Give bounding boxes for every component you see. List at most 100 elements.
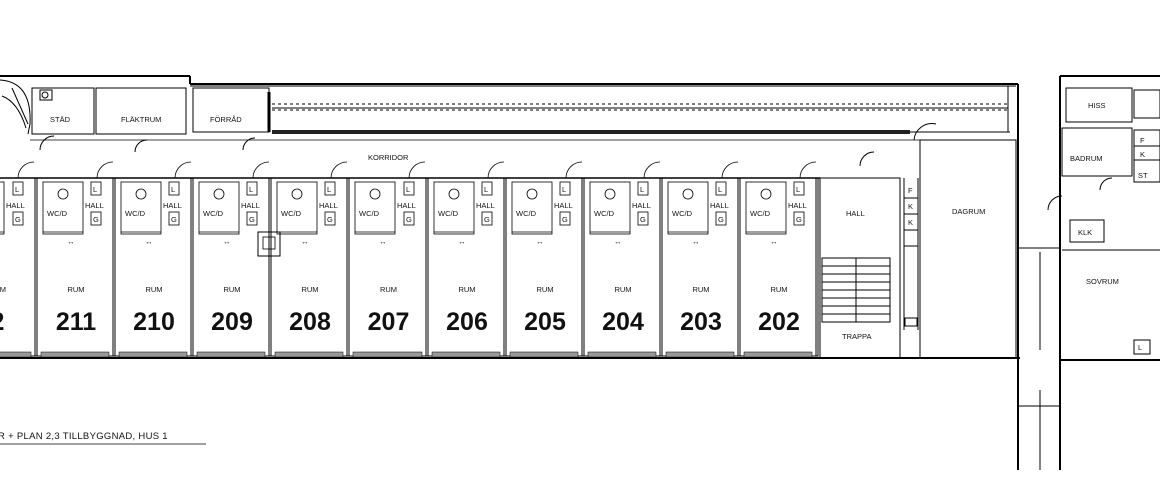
room-202-hall-label: HALL bbox=[788, 201, 807, 210]
room-2-rum-label: RUM bbox=[0, 285, 6, 294]
room-205-number: 205 bbox=[524, 308, 566, 336]
room-202-wardrobe-g bbox=[793, 211, 805, 226]
room-203-g-label: G bbox=[718, 215, 724, 224]
room-203-door bbox=[721, 161, 739, 179]
room-210-wardrobe-g bbox=[168, 211, 180, 226]
room-206-arrow: ↔ bbox=[458, 237, 466, 246]
room-208-l-label: L bbox=[327, 185, 331, 194]
room-202-rum-label: RUM bbox=[770, 285, 787, 294]
room-208-window bbox=[274, 351, 344, 358]
room-204-wardrobe-l bbox=[637, 181, 649, 196]
room-203-wc-label: WC/D bbox=[672, 209, 693, 218]
east-cabinet-st: ST bbox=[1138, 171, 1148, 180]
room-208-g-label: G bbox=[327, 215, 333, 224]
room-211-l-label: L bbox=[93, 185, 97, 194]
room-208-bathroom bbox=[276, 181, 318, 235]
room-2-hall-label: HALL bbox=[6, 201, 25, 210]
room-2-wardrobe-l bbox=[12, 181, 24, 196]
stair-hall-label: HALL bbox=[846, 209, 865, 218]
room-210-g-label: G bbox=[171, 215, 177, 224]
forrad-label: FÖRRÅD bbox=[210, 115, 242, 124]
room-205-hall-label: HALL bbox=[554, 201, 573, 210]
room-208-door bbox=[330, 161, 348, 179]
room-211-bathroom bbox=[42, 181, 84, 235]
room-204-toilet bbox=[604, 188, 616, 200]
room-205-bathroom bbox=[511, 181, 553, 235]
room-206-rum-label: RUM bbox=[458, 285, 475, 294]
klk-label: KLK bbox=[1078, 228, 1092, 237]
room-210-wardrobe-l bbox=[168, 181, 180, 196]
room-204-wc-label: WC/D bbox=[594, 209, 615, 218]
room-205-wc-label: WC/D bbox=[516, 209, 537, 218]
room-207-toilet bbox=[369, 188, 381, 200]
room-203-rum-label: RUM bbox=[692, 285, 709, 294]
stad-label: STÄD bbox=[50, 115, 71, 124]
room-2-number: 2 bbox=[0, 308, 4, 336]
room-211-toilet bbox=[57, 188, 69, 200]
room-209-l-label: L bbox=[249, 185, 253, 194]
room-206-number: 206 bbox=[446, 308, 488, 336]
room-207-bathroom bbox=[354, 181, 396, 235]
room-211-g-label: G bbox=[93, 215, 99, 224]
room-208-wardrobe-g bbox=[324, 211, 336, 226]
room-202-number: 202 bbox=[758, 308, 800, 336]
flaktrum-label: FLÄKTRUM bbox=[121, 115, 161, 124]
room-205-wardrobe-g bbox=[559, 211, 571, 226]
room-204-hall-label: HALL bbox=[632, 201, 651, 210]
room-210-l-label: L bbox=[171, 185, 175, 194]
room-208-toilet bbox=[291, 188, 303, 200]
room-202-bathroom bbox=[745, 181, 787, 235]
room-207-g-label: G bbox=[406, 215, 412, 224]
room-204-rum-label: RUM bbox=[614, 285, 631, 294]
room-202-wc-label: WC/D bbox=[750, 209, 771, 218]
room-206-toilet bbox=[448, 188, 460, 200]
room-209-wc-label: WC/D bbox=[203, 209, 224, 218]
room-205-toilet bbox=[526, 188, 538, 200]
room-210-door bbox=[174, 161, 192, 179]
room-203-wardrobe-g bbox=[715, 211, 727, 226]
room-205-rum-label: RUM bbox=[536, 285, 553, 294]
trappa-label: TRAPPA bbox=[842, 332, 871, 341]
room-2-wardrobe-g bbox=[12, 211, 24, 226]
room-208-wc-label: WC/D bbox=[281, 209, 302, 218]
room-208-number: 208 bbox=[289, 308, 331, 336]
room-208-hall-label: HALL bbox=[319, 201, 338, 210]
room-205-window bbox=[509, 351, 579, 358]
room-211-arrow: ↔ bbox=[67, 237, 75, 246]
room-207-window bbox=[352, 351, 423, 358]
room-211-door bbox=[96, 161, 114, 179]
room-209-window bbox=[196, 351, 266, 358]
room-206-wardrobe-l bbox=[481, 181, 493, 196]
room-210-hall-label: HALL bbox=[163, 201, 182, 210]
stair-cabinet-k1: K bbox=[908, 202, 913, 211]
room-210-rum-label: RUM bbox=[145, 285, 162, 294]
corridor-label: KORRIDOR bbox=[368, 153, 409, 162]
room-2-door bbox=[17, 161, 35, 179]
room-203-bathroom bbox=[667, 181, 709, 235]
room-206-hall-label: HALL bbox=[476, 201, 495, 210]
room-207-arrow: ↔ bbox=[379, 237, 387, 246]
room-207-wardrobe-l bbox=[403, 181, 415, 196]
room-211-wardrobe-l bbox=[90, 181, 102, 196]
room-208-wardrobe-l bbox=[324, 181, 336, 196]
room-209-door bbox=[252, 161, 270, 179]
room-206-window bbox=[431, 351, 501, 358]
room-208-arrow: ↔ bbox=[301, 237, 309, 246]
room-203-wardrobe-l bbox=[715, 181, 727, 196]
room-210-number: 210 bbox=[133, 308, 175, 336]
room-210-wc-label: WC/D bbox=[125, 209, 146, 218]
room-209-toilet bbox=[213, 188, 225, 200]
room-202-window bbox=[743, 351, 813, 358]
room-203-l-label: L bbox=[718, 185, 722, 194]
room-202-l-label: L bbox=[796, 185, 800, 194]
plan-caption: R + PLAN 2,3 TILLBYGGNAD, HUS 1 bbox=[0, 431, 168, 442]
room-207-wc-label: WC/D bbox=[359, 209, 380, 218]
room-206-wc-label: WC/D bbox=[438, 209, 459, 218]
room-206-g-label: G bbox=[484, 215, 490, 224]
room-204-bathroom bbox=[589, 181, 631, 235]
room-206-door bbox=[487, 161, 505, 179]
stair-cabinet-f: F bbox=[908, 186, 913, 195]
room-206-l-label: L bbox=[484, 185, 488, 194]
room-204-door bbox=[643, 161, 661, 179]
